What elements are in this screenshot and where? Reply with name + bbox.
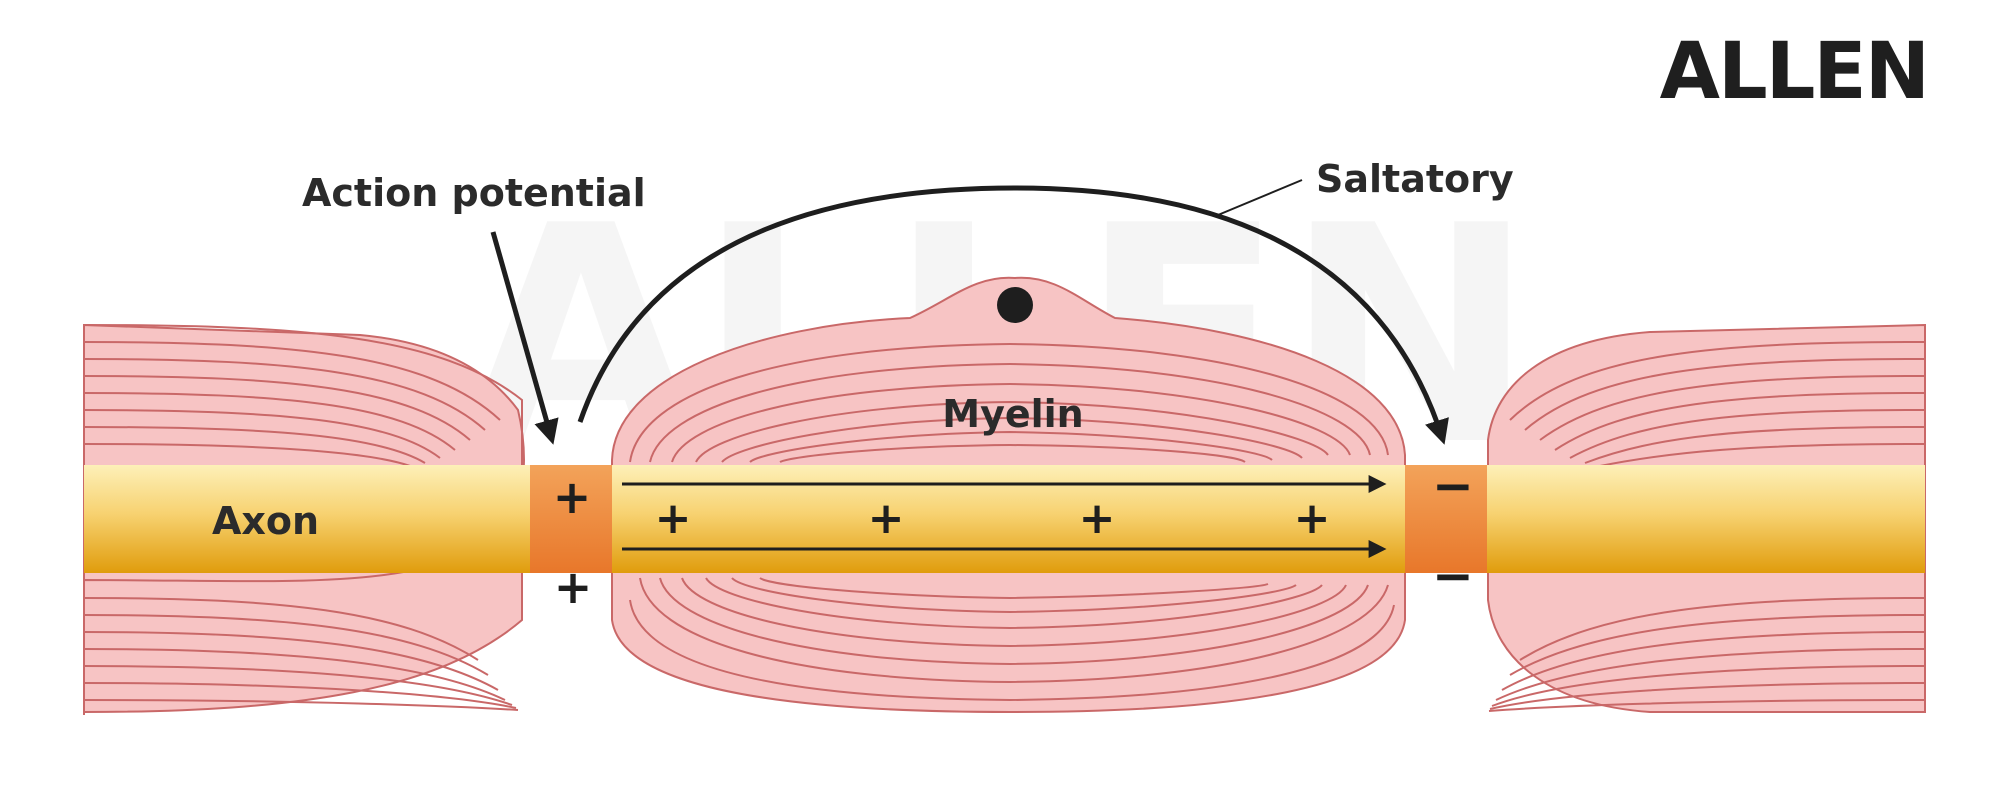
label-action-potential: Action potential (302, 171, 646, 215)
node-of-ranvier-2 (1405, 465, 1487, 573)
charge-node1-top: + (553, 470, 592, 524)
action-potential-pointer (490, 231, 559, 445)
allen-logo: ALLEN (1660, 27, 1928, 117)
charge-node2-bottom: − (1432, 547, 1474, 605)
label-axon: Axon (212, 499, 319, 543)
charge-node2-top: − (1432, 457, 1474, 515)
charge-internode-3: + (1079, 493, 1116, 544)
node-of-ranvier-1 (530, 465, 612, 573)
charge-node1-bottom: + (554, 560, 593, 614)
charge-internode-2: + (868, 493, 905, 544)
saltatory-arc (577, 185, 1449, 445)
schwann-cell-nucleus (997, 287, 1033, 323)
label-myelin: Myelin (942, 392, 1083, 436)
charge-internode-4: + (1294, 493, 1331, 544)
saltatory-leader-line (1217, 179, 1303, 216)
axon (84, 465, 1925, 573)
label-saltatory: Saltatory (1316, 157, 1514, 201)
charge-internode-1: + (655, 493, 692, 544)
